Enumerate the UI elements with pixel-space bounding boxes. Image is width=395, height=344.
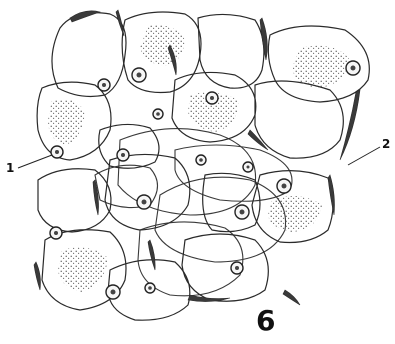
label-1: 1 <box>6 161 14 175</box>
panel-number: 6 <box>256 304 275 337</box>
cell-right-mid <box>255 81 343 158</box>
cell-top-mid <box>198 14 264 88</box>
cell-right-lower <box>203 173 260 231</box>
leader-line-1 <box>18 155 52 168</box>
label-2: 2 <box>382 137 390 151</box>
cell-bottom-right <box>182 234 268 301</box>
leader-line-2 <box>348 147 380 165</box>
